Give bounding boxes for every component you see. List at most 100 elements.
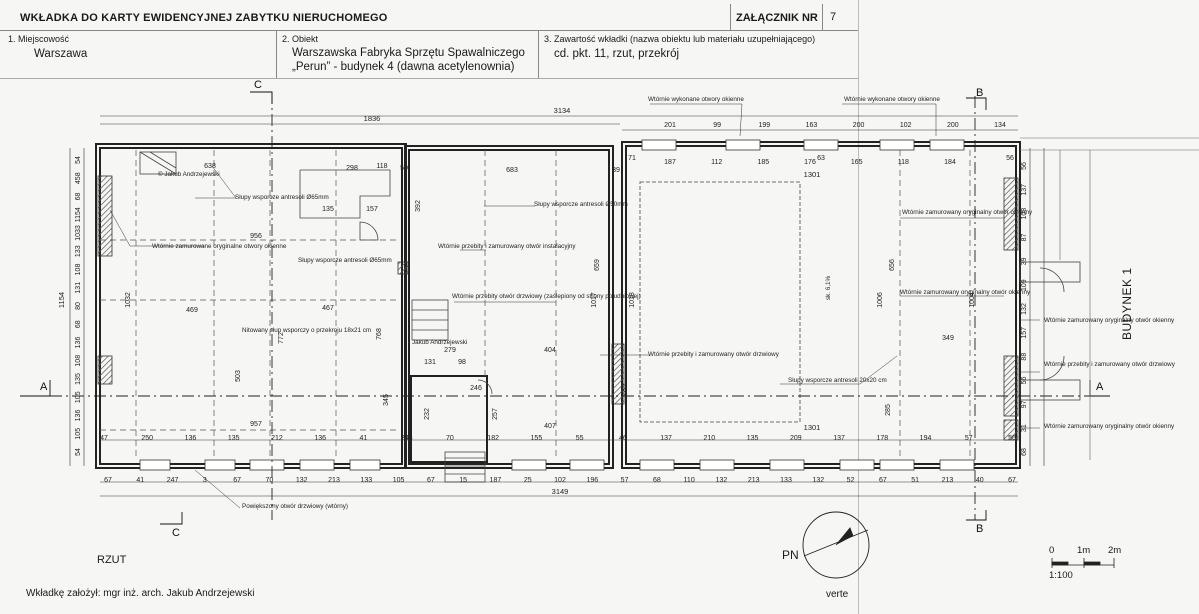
dim-label-left: 80 xyxy=(75,302,82,310)
dim-label-right: 39 xyxy=(1021,257,1028,265)
dim-label-interior: 55 xyxy=(576,435,584,442)
field-content-label: 3. Zawartość wkładki (nazwa obiektu lub … xyxy=(544,34,816,44)
dim-label-room: 135 xyxy=(322,206,334,213)
dim-label-room: 50 xyxy=(400,165,408,172)
dim-label-right: 88 xyxy=(1021,353,1028,361)
dim-label-right: 157 xyxy=(1021,327,1028,339)
dim-label-room: 279 xyxy=(444,347,456,354)
dim-label-bottom: 213 xyxy=(942,477,954,484)
dim-label-room: 683 xyxy=(506,167,518,174)
dim-label-room: 98 xyxy=(458,359,466,366)
dim-label-room: 157 xyxy=(366,206,378,213)
field-object-label: 2. Obiekt xyxy=(282,34,319,44)
dim-label-left: 68 xyxy=(75,193,82,201)
dim-label-top: 187 xyxy=(664,159,676,166)
dim-label-top: 199 xyxy=(758,122,770,129)
dim-label-room: 349 xyxy=(942,335,954,342)
dim-label-right: 108 xyxy=(1021,208,1028,220)
dim-label-left: 1033 xyxy=(75,225,82,241)
dim-label-room: 656 xyxy=(889,259,896,271)
dim-label-top: 63 xyxy=(817,155,825,162)
dim-label-top: 102 xyxy=(900,122,912,129)
section-marker-frames xyxy=(20,91,1110,525)
note-columns-20x20: Słupy wsporcze antresoli 20x20 cm xyxy=(788,377,887,384)
watermark: © Jakub Andrzejewski xyxy=(158,170,220,178)
dim-label-top: 185 xyxy=(757,159,769,166)
dim-label-room: 772 xyxy=(278,332,285,344)
dim-label-room: 1018 xyxy=(629,292,636,308)
note-bricked-window-r1: Wtórnie zamurowany oryginalny otwór okie… xyxy=(902,209,1033,216)
dim-label-room: 1004 xyxy=(969,292,976,308)
dim-label-bottom: 3 xyxy=(203,477,207,484)
dim-label-left: 105 xyxy=(75,428,82,440)
dim-label-interior: 70 xyxy=(446,435,454,442)
dim-label-interior: 137 xyxy=(833,435,845,442)
dim-label-left: 108 xyxy=(75,355,82,367)
dim-room3-bottom: 1301 xyxy=(804,423,821,432)
note-columns-50: Słupy wsporcze antresoli Ø50mm xyxy=(534,201,628,208)
dim-label-room: 392 xyxy=(415,200,422,212)
annex-label: ZAŁĄCZNIK NR xyxy=(736,12,818,24)
dim-label-bottom: 102 xyxy=(554,477,566,484)
dim-label-interior: 209 xyxy=(790,435,802,442)
dim-label-top: 118 xyxy=(898,159,909,166)
dim-label-interior: 182 xyxy=(487,435,499,442)
interior-details xyxy=(139,151,1081,483)
dim-label-room: 39 xyxy=(612,167,620,174)
sheet-edge xyxy=(858,0,859,614)
dim-label-bottom: 187 xyxy=(490,477,502,484)
scale-tick-0: 0 xyxy=(1049,545,1055,556)
note-columns-65-b: Słupy wsporcze antresoli Ø65mm xyxy=(298,257,392,264)
dim-label-bottom: 52 xyxy=(847,477,855,484)
dim-room3-top: 1301 xyxy=(804,170,821,179)
note-bricked-door-mid: Wtórnie przebity i zamurowany otwór drzw… xyxy=(648,351,780,358)
dim-label-interior: 41 xyxy=(360,435,368,442)
dim-total-bottom: 3149 xyxy=(552,487,569,496)
section-mark-c-bottom: C xyxy=(172,527,180,539)
scale-bar xyxy=(1051,558,1115,568)
dim-label-right: 68 xyxy=(1021,448,1028,456)
note-bricked-door-r: Wtórnie przebity i zamurowany otwór drzw… xyxy=(1044,361,1176,368)
dim-label-interior: 212 xyxy=(271,435,283,442)
field-object-value-1: Warszawska Fabryka Sprzętu Spawalniczego xyxy=(292,47,525,59)
dim-label-bottom: 57 xyxy=(621,477,629,484)
dim-label-left: 1154 xyxy=(75,207,82,222)
dim-label-right: 87 xyxy=(1021,234,1028,242)
wall-room-3-outer xyxy=(621,141,1021,469)
dim-label-room: 246 xyxy=(470,385,482,392)
dim-label-bottom: 25 xyxy=(524,477,532,484)
dim-label-left: 133 xyxy=(75,245,82,257)
author-line: Wkładkę założył: mgr inż. arch. Jakub An… xyxy=(26,588,255,599)
dim-label-room: 298 xyxy=(346,165,358,172)
section-mark-b-top: B xyxy=(976,87,983,99)
dim-label-left: 54 xyxy=(75,156,82,164)
note-columns-65: Słupy wsporcze antresoli Ø65mm xyxy=(235,194,329,201)
dim-label-interior: 135 xyxy=(747,435,759,442)
dim-label-top: 201 xyxy=(664,122,676,129)
dim-label-bottom: 247 xyxy=(167,477,179,484)
dim-label-room: 469 xyxy=(186,307,198,314)
bricked-door-mid xyxy=(611,343,625,405)
north-label: PN xyxy=(782,548,799,562)
wall-room-3 xyxy=(625,145,1017,465)
dim-label-bottom: 132 xyxy=(296,477,308,484)
field-content-value: cd. pkt. 11, rzut, przekrój xyxy=(554,48,680,60)
field-object-value-2: „Perun” - budynek 4 (dawna acetylenownia… xyxy=(292,61,515,73)
dim-label-room: 1032 xyxy=(125,292,132,308)
note-bricked-window-r3: Wtórnie zamurowany oryginalny otwór okie… xyxy=(1044,317,1175,324)
top-windows xyxy=(641,139,965,151)
bricked-window-left-2 xyxy=(97,355,113,385)
dim-label-right: 31 xyxy=(1021,424,1028,432)
header-bottom-rule xyxy=(0,78,858,79)
dim-label-top: 176 xyxy=(804,159,816,166)
verte-label: verte xyxy=(826,589,849,600)
note-bricked-window-r2: Wtórnie zamurowany oryginalny otwór okie… xyxy=(900,289,1031,296)
dim-label-room: 467 xyxy=(322,305,334,312)
dim-label-top: 71 xyxy=(628,155,636,162)
note-bricked-windows-left: Wtórnie zamurowane oryginalne otwory oki… xyxy=(152,243,287,250)
